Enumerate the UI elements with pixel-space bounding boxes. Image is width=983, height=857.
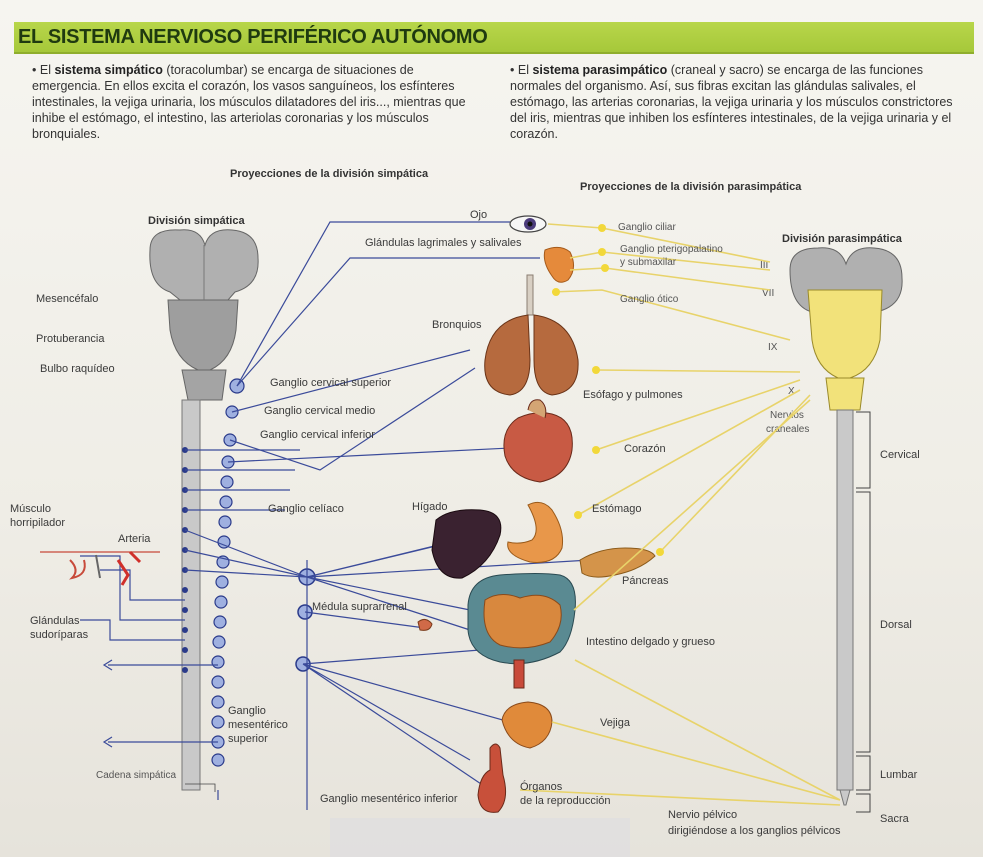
label-pancreas: Páncreas [622,575,669,587]
label-arteria: Arteria [118,533,151,545]
parasympathetic-nerves [520,224,840,805]
skin-hair-artery-illustration [40,552,160,585]
adrenal-gland [418,619,432,630]
label-bulbo: Bulbo raquídeo [40,363,115,375]
label-ganglio-mesenterico-sup-2: mesentérico [228,719,288,731]
label-de-la-reproduccion: de la reproducción [520,795,611,807]
heading-parasympathetic: Proyecciones de la división parasimpátic… [580,181,802,193]
label-intestino: Intestino delgado y grueso [586,636,715,648]
lungs [485,275,578,395]
label-ganglio-pterigopalatino: Ganglio pterigopalatino [620,244,723,255]
intestine [468,574,575,689]
label-cervical: Cervical [880,449,920,461]
pancreas [580,548,655,577]
label-organos: Órganos [520,780,563,793]
label-ganglio-mesenterico-sup-1: Ganglio [228,705,266,717]
label-mesencefalo: Mesencéfalo [36,293,98,305]
label-dirigiendose: dirigiéndose a los ganglios pélvicos [668,825,841,837]
liver [432,510,501,578]
label-sudoriparas: sudoríparas [30,629,89,641]
label-medula-suprarrenal: Médula suprarrenal [312,601,407,613]
label-ganglio-ciliar: Ganglio ciliar [618,222,676,233]
label-esofago-pulmones: Esófago y pulmones [583,389,683,401]
heading-sympathetic: Proyecciones de la división simpática [230,168,429,180]
label-nervio-pelvico: Nervio pélvico [668,809,737,821]
label-vejiga: Vejiga [600,717,631,729]
label-protuberancia: Protuberancia [36,333,105,345]
stomach [508,502,563,562]
salivary-glands [544,247,573,282]
label-cadena-simpatica: Cadena simpática [96,770,176,781]
label-y-submaxilar: y submaxilar [620,257,677,268]
label-corazon: Corazón [624,443,666,455]
label-ganglio-cervical-medio: Ganglio cervical medio [264,405,375,417]
label-ganglio-cervical-inferior: Ganglio cervical inferior [260,429,375,441]
label-division-simpatica: División simpática [148,215,245,227]
prevertebral-ganglia [296,569,315,671]
label-ganglio-mesenterico-inferior: Ganglio mesentérico inferior [320,793,458,805]
label-horripilador: horripilador [10,517,65,529]
reproductive-organs [478,744,506,812]
label-lumbar: Lumbar [880,769,918,781]
label-division-parasimpatica: División parasimpática [782,233,903,245]
heart [504,400,572,482]
label-glandulas-lagrimales: Glándulas lagrimales y salivales [365,237,522,249]
label-ganglio-otico: Ganglio ótico [620,294,679,305]
label-musculo: Músculo [10,503,51,515]
label-roman-ix: IX [768,342,778,353]
label-ojo: Ojo [470,209,487,221]
label-ganglio-celiaco: Ganglio celíaco [268,503,344,515]
label-sacra: Sacra [880,813,910,825]
label-ganglio-mesenterico-sup-3: superior [228,733,268,745]
label-ganglio-cervical-superior: Ganglio cervical superior [270,377,391,389]
brainstem-parasympathetic [790,248,902,805]
label-dorsal: Dorsal [880,619,912,631]
label-estomago: Estómago [592,503,642,515]
eye [510,216,546,232]
label-glandulas: Glándulas [30,615,80,627]
label-bronquios: Bronquios [432,319,482,331]
label-higado: Hígado [412,501,447,513]
bladder [502,702,552,748]
bottom-toolbar-overlay [330,818,630,857]
spinal-segment-brackets [856,412,870,812]
